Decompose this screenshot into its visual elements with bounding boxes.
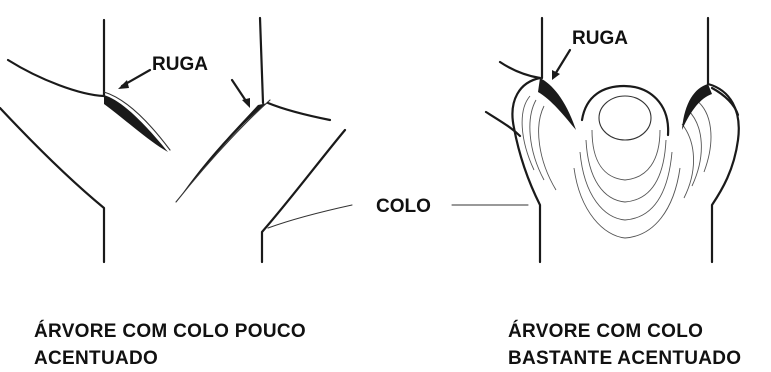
left-caption-line-2: ACENTUADO (34, 345, 306, 372)
left-caption-line-1: ÁRVORE COM COLO POUCO (34, 318, 306, 345)
right-caption-line-2: BASTANTE ACENTUADO (508, 345, 741, 372)
right-caption: ÁRVORE COM COLO BASTANTE ACENTUADO (508, 318, 741, 372)
left-ruga-ridge-1 (104, 95, 168, 152)
right-center-lobe-core (599, 96, 651, 140)
left-ruga-arrowhead-1 (118, 80, 129, 89)
right-center-ring-2 (586, 140, 666, 202)
left-tree-branch-left (8, 60, 104, 96)
left-tree-branch-right (268, 103, 330, 120)
left-tree-branch-left-lower (0, 108, 104, 262)
right-ruga-label: RUGA (572, 28, 628, 49)
right-collar-right-ring-2 (688, 110, 701, 186)
left-caption: ÁRVORE COM COLO POUCO ACENTUADO (34, 318, 306, 372)
left-tree-branch-right-lower (262, 130, 345, 262)
right-collar-left-outline (512, 78, 540, 262)
left-ruga-ridge-2 (178, 103, 268, 200)
right-center-ring-1 (592, 130, 660, 180)
right-collar-right-ring-3 (682, 124, 694, 198)
right-ruga-ridge-left (538, 78, 576, 130)
right-center-ring-4 (574, 168, 680, 238)
right-collar-left-ring-1 (522, 96, 534, 170)
left-tree-stem-right (260, 18, 263, 103)
right-collar-left-ring-3 (539, 106, 556, 190)
right-caption-line-1: ÁRVORE COM COLO (508, 318, 741, 345)
right-tree-drawing (452, 18, 739, 262)
right-ruga-arrow (554, 50, 570, 76)
right-tree-branch-left (500, 62, 540, 78)
left-ruga-arrowhead-2 (242, 98, 250, 108)
right-center-lobe-outline (582, 86, 668, 135)
left-ruga-label: RUGA (152, 54, 208, 75)
colo-label: COLO (376, 196, 431, 217)
right-center-ring-3 (580, 152, 672, 220)
right-collar-right-ring-1 (696, 100, 711, 172)
right-collar-right-outline (708, 84, 739, 262)
left-ruga-ridge-2-edge (176, 100, 270, 202)
